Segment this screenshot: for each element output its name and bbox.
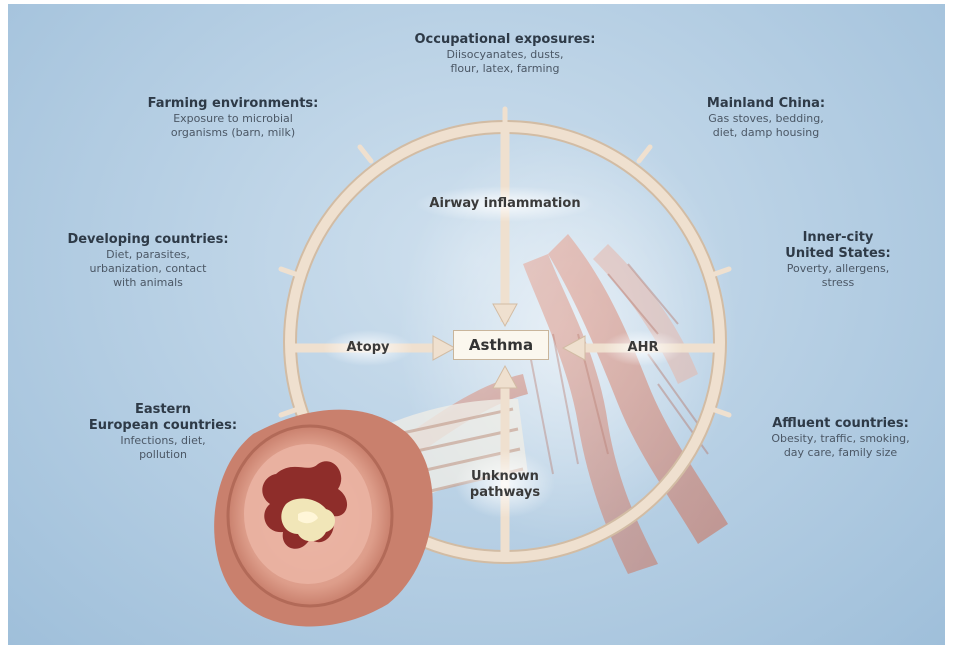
region-detail: Infections, diet, pollution (68, 434, 258, 462)
airway-inflammation-label: Airway inflammation (405, 196, 605, 212)
region-occupational: Occupational exposures: Diisocyanates, d… (385, 32, 625, 76)
region-mainland-china: Mainland China: Gas stoves, bedding, die… (676, 96, 856, 140)
region-detail: Poverty, allergens, stress (748, 262, 928, 290)
region-detail: Diet, parasites, urbanization, contact w… (48, 248, 248, 290)
region-eastern-europe: Eastern European countries: Infections, … (68, 402, 258, 462)
ahr-label: AHR (608, 340, 678, 356)
region-detail: Gas stoves, bedding, diet, damp housing (676, 112, 856, 140)
atopy-label: Atopy (328, 340, 408, 356)
region-affluent: Affluent countries: Obesity, traffic, sm… (743, 416, 938, 460)
region-title: Inner-city United States: (748, 230, 928, 262)
region-developing: Developing countries: Diet, parasites, u… (48, 232, 248, 290)
region-detail: Obesity, traffic, smoking, day care, fam… (743, 432, 938, 460)
diagram-panel: Asthma Airway inflammation Atopy AHR Unk… (8, 4, 945, 645)
region-detail: Exposure to microbial organisms (barn, m… (128, 112, 338, 140)
region-title: Mainland China: (676, 96, 856, 112)
region-title: Developing countries: (48, 232, 248, 248)
region-farming: Farming environments: Exposure to microb… (128, 96, 338, 140)
unknown-pathways-label: Unknown pathways (445, 469, 565, 501)
region-title: Affluent countries: (743, 416, 938, 432)
region-detail: Diisocyanates, dusts, flour, latex, farm… (385, 48, 625, 76)
region-title: Eastern European countries: (68, 402, 258, 434)
region-inner-city-us: Inner-city United States: Poverty, aller… (748, 230, 928, 290)
region-title: Farming environments: (128, 96, 338, 112)
asthma-center-box: Asthma (453, 330, 549, 360)
region-title: Occupational exposures: (385, 32, 625, 48)
